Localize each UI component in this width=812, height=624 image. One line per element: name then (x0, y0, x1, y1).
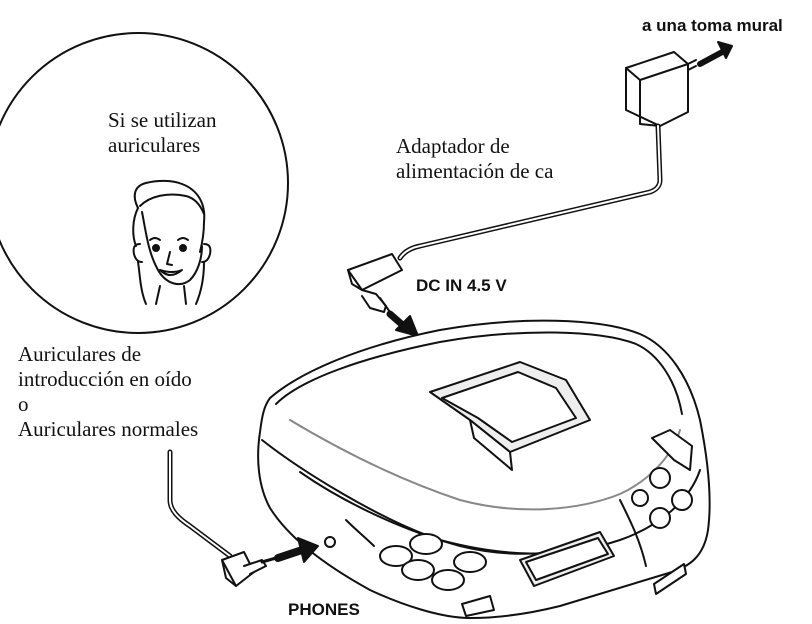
earphones-line-1: Auriculares de (18, 342, 142, 366)
headphones-inset-circle (0, 32, 289, 334)
earphones-line-4: Auriculares normales (18, 417, 199, 441)
earphones-line-2: introducción en oído (18, 367, 192, 391)
phones-arrowhead-icon (297, 537, 319, 563)
outlet-arrowhead-icon (717, 41, 733, 59)
headphones-circle-caption: Si se utilizan auriculares (108, 108, 217, 158)
ac-adaptor-label: Adaptador de alimentación de ca (396, 134, 553, 184)
outlet-arrow-icon (697, 47, 729, 67)
dc-arrowhead-icon (395, 315, 419, 337)
phones-arrow-icon (274, 546, 306, 562)
earphones-line-3: o (18, 392, 29, 416)
cd-player-icon (257, 319, 711, 619)
person-face-icon (132, 179, 212, 305)
wall-outlet-label: a una toma mural (642, 16, 783, 35)
ac-adaptor-icon (347, 51, 697, 313)
phones-label: PHONES (288, 600, 360, 619)
headphones-circle-line-2: auriculares (108, 133, 201, 157)
ac-adaptor-line-2: alimentación de ca (396, 159, 554, 183)
dc-in-label: DC IN 4.5 V (416, 276, 507, 295)
ac-adaptor-line-1: Adaptador de (396, 134, 510, 158)
earphone-plug-icon (167, 449, 278, 587)
headphones-circle-line-1: Si se utilizan (108, 108, 217, 132)
earphones-label: Auriculares de introducción en oído o Au… (18, 342, 198, 442)
